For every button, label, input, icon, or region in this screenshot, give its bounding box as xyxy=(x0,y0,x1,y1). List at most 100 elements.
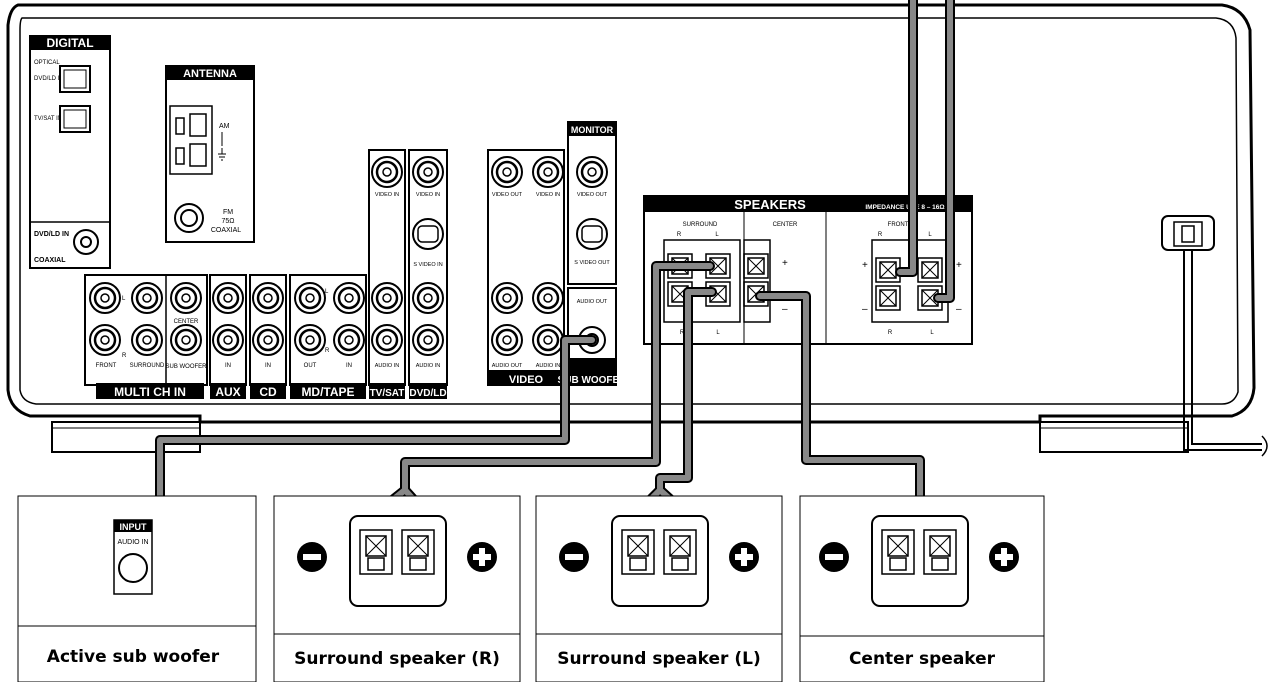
rca-jack[interactable] xyxy=(412,282,444,314)
mdtape-l-label: L xyxy=(325,289,329,295)
power-cord xyxy=(1161,215,1268,457)
surround-l-caption: Surround speaker (L) xyxy=(557,649,760,669)
coax-dvd-jack[interactable] xyxy=(73,229,99,255)
speakers-front-label: FRONT xyxy=(888,222,909,228)
aux-title: AUX xyxy=(215,385,240,399)
speaker-terminals xyxy=(663,239,949,323)
sub-caption: Active sub woofer xyxy=(47,647,220,667)
digital-block: DIGITAL OPTICAL DVD/LD IN TV/SAT IN DVD/… xyxy=(29,35,111,269)
front-label: FRONT xyxy=(96,363,117,369)
rca-jack[interactable] xyxy=(89,324,121,356)
speaker-terminal[interactable] xyxy=(923,529,957,575)
plus-icon xyxy=(989,542,1019,572)
speaker-terminal[interactable] xyxy=(875,285,901,311)
rca-jack[interactable] xyxy=(576,156,608,188)
speaker-terminal[interactable] xyxy=(705,253,731,279)
rca-jack[interactable] xyxy=(532,282,564,314)
sub-input-jack[interactable] xyxy=(118,553,148,583)
rca-jack[interactable] xyxy=(89,282,121,314)
monitor-svideo-label: S VIDEO OUT xyxy=(574,260,610,266)
minus-icon xyxy=(819,542,849,572)
tvsat-audio-in-label: AUDIO IN xyxy=(375,363,399,369)
cd-block: CD IN xyxy=(249,274,287,399)
rca-jack[interactable] xyxy=(333,324,365,356)
tvsat-title: TV/SAT xyxy=(370,388,405,399)
center-in-label: CENTER xyxy=(174,319,199,325)
rca-jack[interactable] xyxy=(371,282,403,314)
speakers-center-label: CENTER xyxy=(773,222,798,228)
sub-in-label: SUB WOOFER xyxy=(165,364,207,370)
surround-r-caption: Surround speaker (R) xyxy=(294,649,500,669)
multi-ch-r-label: R xyxy=(122,353,127,359)
dvdld-title: DVD/LD xyxy=(409,388,446,399)
sub-input-sublabel: AUDIO IN xyxy=(117,539,148,546)
speakers-surround-label: SURROUND xyxy=(683,222,718,228)
rca-jack[interactable] xyxy=(131,324,163,356)
aux-block: AUX IN xyxy=(209,274,247,399)
rca-jack[interactable] xyxy=(412,324,444,356)
speaker-terminal[interactable] xyxy=(917,257,943,283)
rca-jack[interactable] xyxy=(252,324,284,356)
fm-coax-label: COAXIAL xyxy=(211,227,241,234)
speaker-terminal[interactable] xyxy=(401,529,435,575)
speaker-terminal[interactable] xyxy=(359,529,393,575)
rca-jack[interactable] xyxy=(532,156,564,188)
rca-jack[interactable] xyxy=(294,282,326,314)
rca-jack[interactable] xyxy=(491,324,523,356)
surround-r-bottom: R xyxy=(680,330,685,336)
rca-jack[interactable] xyxy=(170,324,202,356)
sub-input-title: INPUT xyxy=(120,522,148,532)
video-block: VIDEO VIDEO OUT VIDEO IN AUDIO OUT AUDIO… xyxy=(487,149,565,386)
speaker-terminal[interactable] xyxy=(705,281,731,307)
mdtape-block: MD/TAPE OUT IN L R xyxy=(289,274,367,399)
cd-in-label: IN xyxy=(265,363,271,369)
subwoofer-audio-out-label: AUDIO OUT xyxy=(577,299,608,305)
speaker-terminal[interactable] xyxy=(743,253,769,279)
dvdld-svideo-label: S VIDEO IN xyxy=(413,262,442,268)
video-audio-in-label: AUDIO IN xyxy=(536,363,560,369)
rca-jack[interactable] xyxy=(371,324,403,356)
rca-jack[interactable] xyxy=(212,282,244,314)
multi-ch-title: MULTI CH IN xyxy=(114,385,186,399)
speaker-terminal[interactable] xyxy=(663,529,697,575)
multi-ch-in-block: MULTI CH IN L R FRONT SURROUND CENTER SU… xyxy=(84,274,208,399)
coaxial-label: COAXIAL xyxy=(34,257,66,264)
plus-icon xyxy=(467,542,497,572)
video-title: VIDEO xyxy=(509,374,544,386)
center-plus: + xyxy=(782,258,788,269)
surround-l-top: L xyxy=(715,232,719,238)
speaker-terminal[interactable] xyxy=(881,529,915,575)
multi-ch-l-label: L xyxy=(122,296,126,302)
front-r-bottom: R xyxy=(888,330,893,336)
rca-jack[interactable] xyxy=(532,324,564,356)
dvdld-video-in-label: VIDEO IN xyxy=(416,192,440,198)
tvsat-block: TV/SAT VIDEO IN AUDIO IN xyxy=(368,149,406,399)
front-l-top: L xyxy=(928,232,932,238)
antenna-block: ANTENNA AM FM 75Ω COAXIAL xyxy=(165,65,255,243)
fm-coax-jack[interactable] xyxy=(174,203,204,233)
surround-in-label: SURROUND xyxy=(130,363,165,369)
rca-jack[interactable] xyxy=(131,282,163,314)
rca-jack[interactable] xyxy=(170,282,202,314)
center-caption: Center speaker xyxy=(849,649,996,669)
rca-jack[interactable] xyxy=(491,156,523,188)
rca-jack[interactable] xyxy=(252,282,284,314)
fm-label: FM xyxy=(223,209,233,216)
plus-icon xyxy=(729,542,759,572)
speakers-title: SPEAKERS xyxy=(734,197,806,212)
dvdld-audio-in-label: AUDIO IN xyxy=(416,363,440,369)
rca-jack[interactable] xyxy=(412,156,444,188)
rca-jack[interactable] xyxy=(371,156,403,188)
center-minus: – xyxy=(782,304,788,315)
monitor-video-out-label: VIDEO OUT xyxy=(577,192,608,198)
speaker-terminal[interactable] xyxy=(621,529,655,575)
speaker-input-panel xyxy=(819,515,1019,607)
rca-jack[interactable] xyxy=(333,282,365,314)
rca-jack[interactable] xyxy=(294,324,326,356)
dvdld-block: DVD/LD VIDEO IN S VIDEO IN AUDIO IN xyxy=(408,149,448,399)
rca-jack[interactable] xyxy=(212,324,244,356)
front-plus: + xyxy=(862,260,868,271)
minus-icon xyxy=(559,542,589,572)
rca-jack[interactable] xyxy=(491,282,523,314)
